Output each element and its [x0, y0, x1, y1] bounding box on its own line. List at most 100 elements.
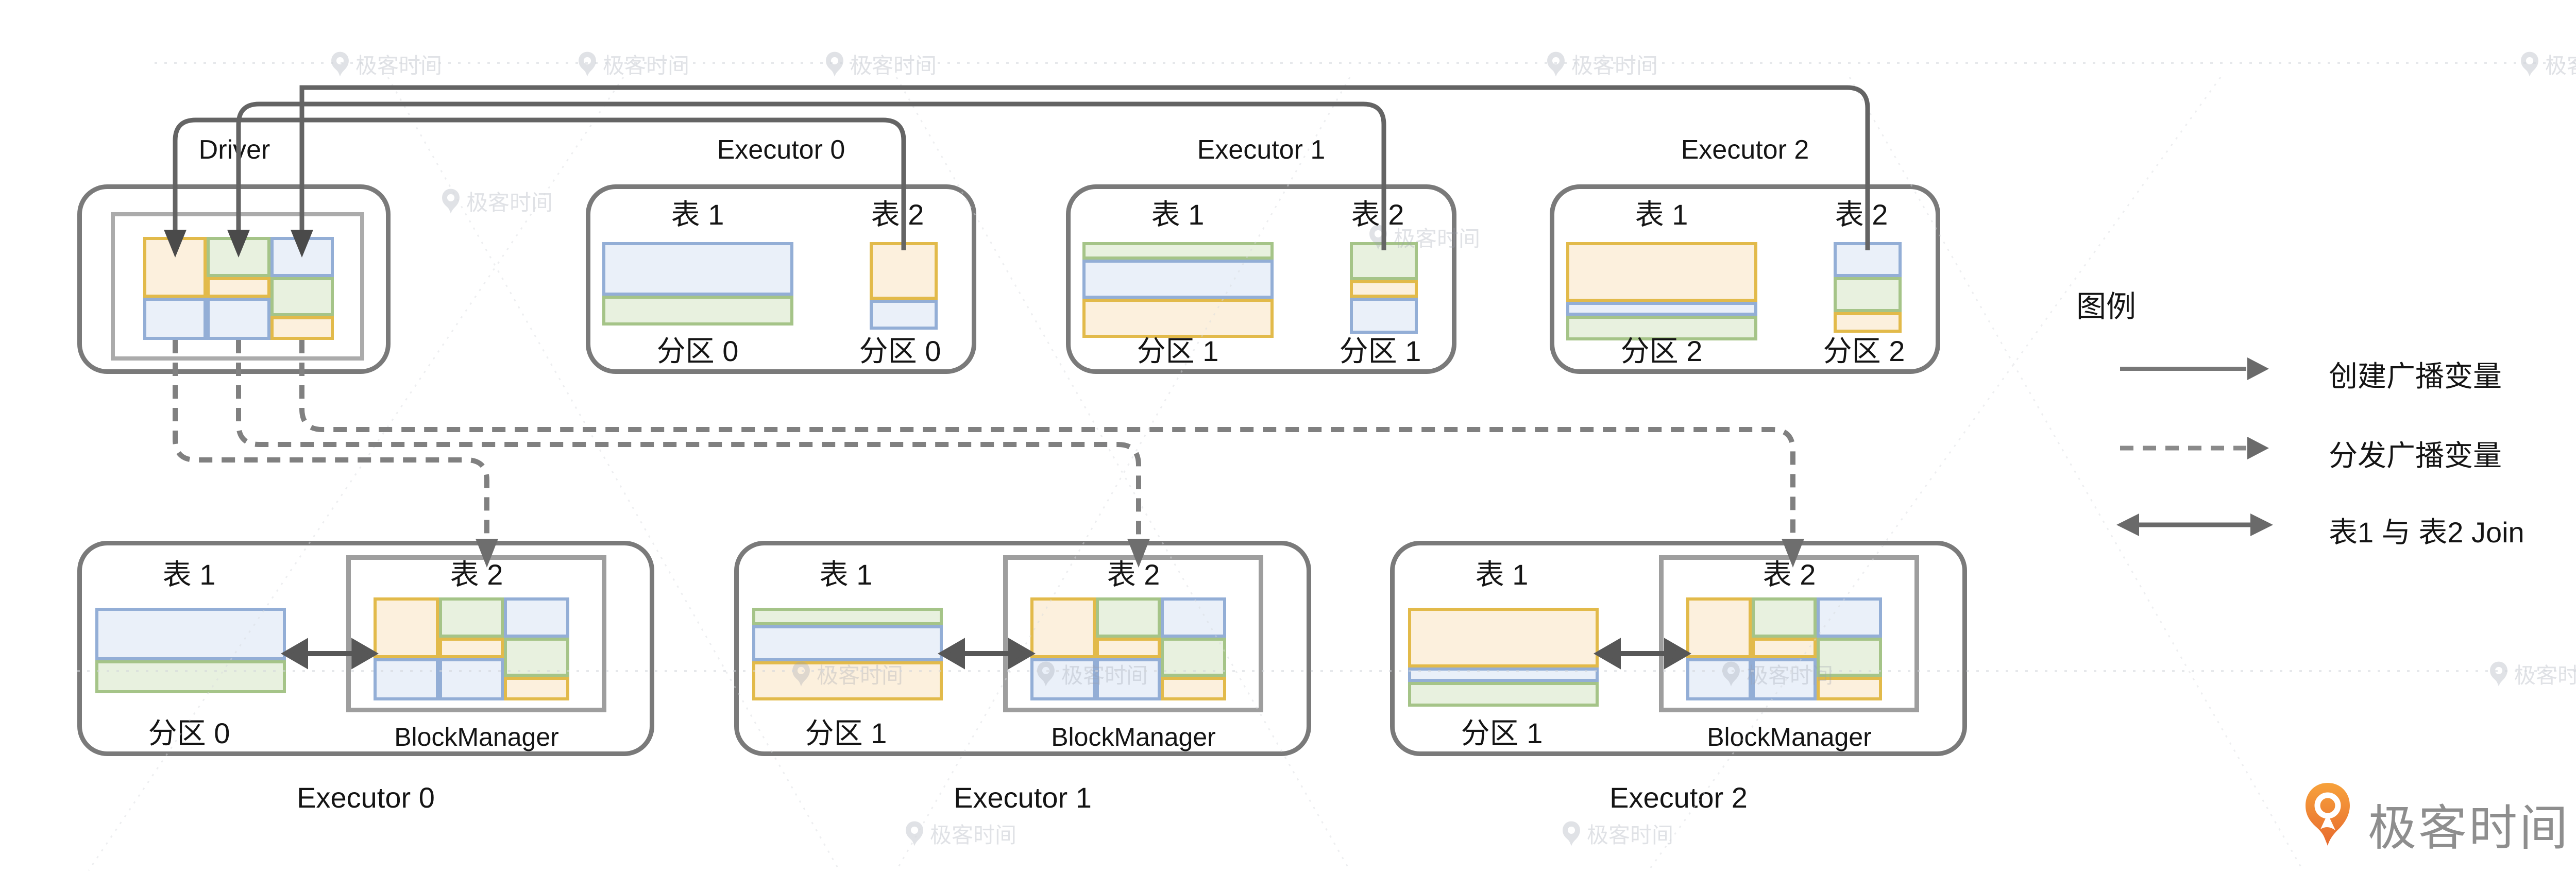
blockmanager-label: BlockManager [1051, 723, 1216, 751]
executor1-bottom-title: Executor 1 [954, 781, 1092, 814]
data-block-green [438, 597, 504, 638]
table2-label: 表 2 [450, 558, 503, 591]
executor0-top-table1-stack [602, 242, 793, 326]
executor2-top-table2-stack [1834, 242, 1902, 333]
data-block-green [1082, 242, 1274, 260]
data-block-orange [1817, 677, 1883, 700]
watermark-text: 极客时间 [466, 191, 553, 215]
mosaic-column [1686, 597, 1752, 700]
data-block-orange [270, 316, 334, 340]
table1-label: 表 1 [1635, 198, 1688, 231]
watermark: 极客时间 [440, 185, 553, 217]
table2-label: 表 2 [1762, 558, 1816, 591]
watermark-text: 极客时间 [1587, 823, 1674, 847]
table1-label: 表 1 [671, 198, 724, 231]
data-block-green [1566, 316, 1757, 340]
data-block-blue [602, 242, 793, 296]
geektime-pin-icon [440, 188, 461, 215]
table2-label: 表 2 [871, 198, 924, 231]
data-block-blue [1566, 302, 1757, 316]
mosaic-column [1161, 597, 1227, 700]
legend-icons [2116, 357, 2273, 536]
blockmanager-label: BlockManager [394, 723, 559, 751]
data-block-orange [1161, 677, 1227, 700]
legend-item-distribute-label: 分发广播变量 [2329, 439, 2502, 472]
dashed-arrow-icon [2120, 437, 2269, 459]
watermark: 极客时间 [1721, 658, 1833, 690]
watermark: 极客时间 [330, 48, 442, 80]
watermark-text: 极客时间 [2545, 54, 2576, 78]
data-block-blue [438, 658, 504, 700]
table1-label: 表 1 [1475, 558, 1529, 591]
data-block-blue [1408, 667, 1599, 682]
distribute-broadcast-arrows [173, 340, 1795, 541]
data-block-blue [870, 300, 938, 330]
data-block-orange [143, 237, 207, 298]
driver-broadcast-mosaic [143, 237, 334, 340]
watermark-text: 极客时间 [1747, 663, 1834, 688]
watermark: 极客时间 [1368, 221, 1480, 253]
data-block-orange [1834, 312, 1902, 333]
table1-label: 表 1 [1151, 198, 1205, 231]
executor0-top-title: Executor 0 [717, 135, 845, 165]
solid-arrow-icon [2120, 357, 2269, 380]
data-block-orange [438, 638, 504, 658]
data-block-blue [504, 597, 570, 638]
data-block-green [207, 237, 270, 277]
data-block-blue [1350, 298, 1418, 334]
mosaic-column [438, 597, 504, 700]
watermark-text: 极客时间 [850, 54, 937, 78]
geektime-pin-icon [1721, 661, 1741, 688]
data-block-green [1751, 597, 1817, 638]
data-block-orange [374, 597, 439, 658]
data-block-orange [207, 277, 270, 298]
table2-label: 表 2 [1107, 558, 1160, 591]
geektime-pin-icon [1036, 661, 1056, 688]
executor1-top-table2-stack [1350, 242, 1418, 334]
table1-label: 表 1 [819, 558, 873, 591]
watermark: 极客时间 [577, 48, 689, 80]
executor1-blockmanager-mosaic [1030, 597, 1227, 700]
partition-label: 分区 1 [1461, 717, 1543, 749]
data-block-blue [1161, 597, 1227, 638]
legend-title: 图例 [2076, 290, 2137, 323]
partition-label: 分区 1 [1137, 335, 1219, 367]
data-block-green [1161, 638, 1227, 677]
data-block-green [752, 608, 943, 625]
watermark-text: 极客时间 [817, 663, 904, 688]
data-block-blue [752, 625, 943, 661]
watermark-text: 极客时间 [1394, 227, 1481, 251]
watermark: 极客时间 [2488, 658, 2576, 690]
table1-label: 表 1 [162, 558, 216, 591]
data-block-blue [1751, 658, 1817, 700]
executor1-top-table1-stack [1082, 242, 1274, 338]
geektime-pin-icon [824, 51, 845, 78]
legend-item-create-label: 创建广播变量 [2329, 360, 2502, 392]
executor0-top-table2-stack [870, 242, 938, 330]
data-block-blue [1817, 597, 1883, 638]
partition-label: 分区 2 [1823, 335, 1905, 367]
executor2-bottom-table1-stack [1408, 608, 1599, 707]
watermark: 极客时间 [904, 818, 1016, 849]
executor2-top-title: Executor 2 [1681, 135, 1809, 165]
watermark-text: 极客时间 [1571, 54, 1658, 78]
watermark-text: 极客时间 [930, 823, 1017, 847]
geektime-pin-icon [1546, 51, 1566, 78]
executor1-bottom-table1-stack [752, 608, 943, 700]
data-block-orange [1030, 597, 1096, 658]
executor1-top-title: Executor 1 [1197, 135, 1326, 165]
legend-item-join-label: 表1 与 表2 Join [2329, 516, 2524, 549]
data-block-blue [95, 608, 286, 660]
data-block-orange [752, 661, 943, 700]
geektime-logo-text: 极客时间 [2368, 801, 2570, 855]
data-block-green [504, 638, 570, 677]
mosaic-column [1751, 597, 1817, 700]
mosaic-column [504, 597, 570, 700]
partition-label: 分区 0 [148, 717, 230, 749]
executor2-bottom-box [1390, 541, 1967, 756]
data-block-blue [1095, 658, 1161, 700]
geektime-pin-icon [1561, 820, 1582, 847]
data-block-green [270, 277, 334, 316]
data-block-green [1834, 277, 1902, 312]
